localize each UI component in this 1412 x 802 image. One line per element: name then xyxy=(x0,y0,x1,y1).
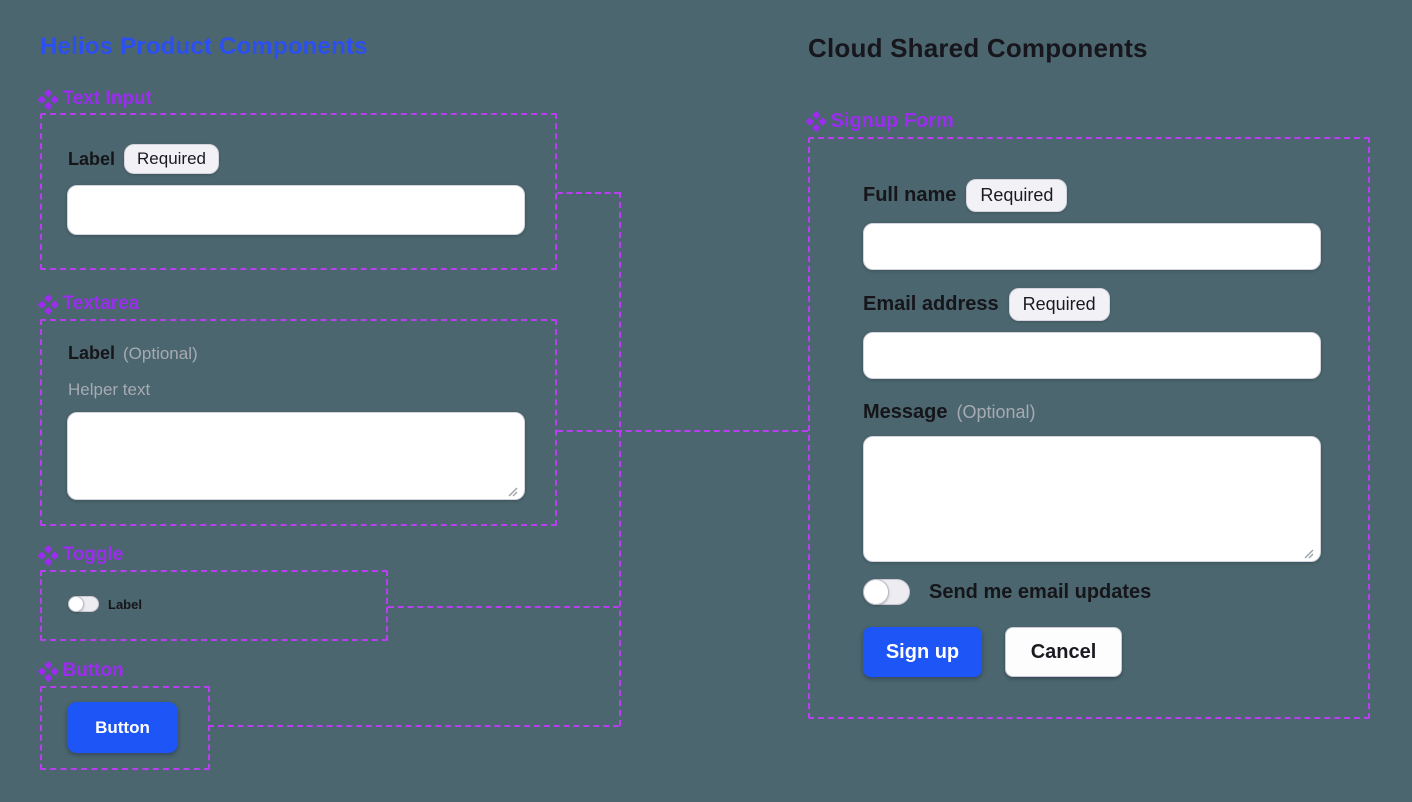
right-page-title: Cloud Shared Components xyxy=(808,33,1148,63)
component-frame-toggle xyxy=(40,570,388,641)
field-label: Label xyxy=(68,343,116,363)
field-label: Email address xyxy=(863,293,999,315)
section-label-text: Text Input xyxy=(62,88,152,109)
section-label-text: Toggle xyxy=(62,544,124,565)
section-label-signup-form: Signup Form xyxy=(805,110,954,133)
email-label-row: Email address Required xyxy=(863,288,1110,321)
cancel-button[interactable]: Cancel xyxy=(1005,627,1122,677)
toggle-knob xyxy=(863,579,889,605)
optional-hint: (Optional) xyxy=(123,343,198,363)
required-badge: Required xyxy=(124,144,220,174)
connector-line-text-input xyxy=(557,192,620,194)
email-input[interactable] xyxy=(863,332,1321,379)
left-page-title: Helios Product Components xyxy=(40,33,368,60)
required-badge: Required xyxy=(966,179,1068,212)
component-frame-text-input xyxy=(40,113,557,270)
message-textarea[interactable] xyxy=(863,436,1321,562)
toggle-knob xyxy=(68,596,84,612)
connector-line-vertical xyxy=(619,192,621,726)
text-input-field[interactable] xyxy=(67,185,525,235)
text-input-label-row: Label Required xyxy=(68,144,220,174)
section-label-button: Button xyxy=(37,660,124,682)
optional-hint: (Optional) xyxy=(956,402,1036,422)
section-label-toggle: Toggle xyxy=(37,544,124,566)
section-label-text: Button xyxy=(62,660,124,681)
full-name-label-row: Full name Required xyxy=(863,179,1068,212)
toggle-switch[interactable] xyxy=(68,596,99,612)
component-icon xyxy=(805,111,827,132)
component-icon xyxy=(37,88,59,110)
field-label: Label xyxy=(68,148,116,169)
message-label-row: Message (Optional) xyxy=(863,401,1036,424)
helper-text: Helper text xyxy=(68,380,151,399)
connector-line-button xyxy=(208,725,619,727)
component-icon xyxy=(37,293,59,315)
required-badge: Required xyxy=(1008,288,1110,321)
section-label-text: Signup Form xyxy=(830,110,954,132)
section-label-text: Textarea xyxy=(62,293,140,314)
textarea-label-row: Label (Optional) xyxy=(68,343,198,364)
component-frame-textarea xyxy=(40,319,557,526)
field-label: Message xyxy=(863,401,948,423)
textarea-field[interactable] xyxy=(67,412,525,500)
toggle-label: Send me email updates xyxy=(929,580,1152,603)
component-icon xyxy=(37,544,59,566)
section-label-text-input: Text Input xyxy=(37,88,152,110)
component-frame-signup-form xyxy=(808,137,1370,719)
component-icon xyxy=(37,660,59,682)
section-label-textarea: Textarea xyxy=(37,293,140,315)
sign-up-button[interactable]: Sign up xyxy=(863,627,982,677)
component-frame-button xyxy=(40,686,210,770)
toggle-row: Label xyxy=(68,596,142,612)
email-updates-toggle[interactable] xyxy=(863,579,910,605)
field-label: Full name xyxy=(863,184,957,206)
toggle-label: Label xyxy=(108,596,142,612)
connector-line-textarea-to-form xyxy=(557,430,808,432)
sample-button[interactable]: Button xyxy=(67,702,178,753)
full-name-input[interactable] xyxy=(863,223,1321,270)
email-updates-row: Send me email updates xyxy=(863,579,1151,605)
connector-line-toggle xyxy=(388,606,619,608)
